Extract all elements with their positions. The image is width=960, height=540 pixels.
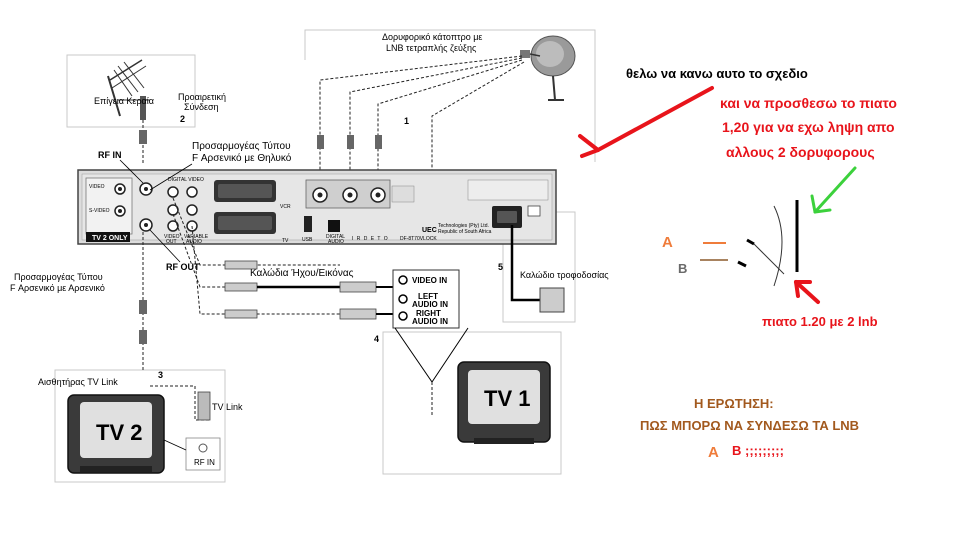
label-out: OUT (166, 239, 177, 245)
receiver-rear-panel: TV 2 ONLY VIDEO S-VIDEO DIGITAL VIDEO VI… (77, 169, 557, 245)
num-1: 1 (404, 116, 409, 126)
label-usb: USB (302, 237, 313, 243)
label-adapter-female-2: F Αρσενικό με Θηλυκό (192, 152, 292, 164)
adapter-male-plug (139, 300, 147, 314)
label-audio: AUDIO (186, 239, 202, 245)
label-power-cable: Καλώδιο τροφοδοσίας (520, 270, 609, 280)
sat-plug-1 (317, 135, 324, 149)
av-cable-right (191, 225, 340, 315)
label-video: VIDEO (89, 184, 105, 190)
label-tv-link-sensor: Αισθητήρας TV Link (38, 377, 118, 387)
label-brand-model: DF-8T70VLOCK (400, 236, 437, 242)
annotation-question-title: Η ΕΡΩΤΗΣΗ: (694, 396, 774, 411)
label-audio-out: AUDIO (328, 239, 344, 245)
annotation-lnb-b: B (678, 261, 687, 276)
power-cord (510, 225, 540, 302)
label-tv1: TV 1 (484, 386, 530, 411)
sat-cable-4 (431, 61, 525, 170)
sat-cable-1 (319, 55, 523, 185)
label-digital-audio: DIGITAL (326, 234, 345, 240)
num-5: 5 (498, 262, 503, 272)
label-vcr: VCR (280, 204, 291, 210)
annotation-question-b: B ;;;;;;;;; (732, 443, 784, 458)
label-left-2: AUDIO IN (412, 300, 448, 309)
sat-plug-2 (347, 135, 354, 149)
annotation-dish-120: πιατο 1.20 με 2 lnb (762, 314, 878, 329)
rf-plug-lower (139, 330, 147, 344)
tv2-box (54, 369, 226, 483)
tv2-icon (67, 394, 165, 474)
red-arrow-small-icon (794, 280, 820, 304)
av-cable-video (172, 197, 340, 266)
label-adapter-male: Προσαρμογέας Τύπου (14, 272, 103, 282)
label-av-cables: Καλώδια Ήχου/Εικόνας (250, 267, 354, 279)
label-satellite-dish: Δορυφορικό κάτοπτρο με (382, 32, 482, 42)
annotation-want-diagram: θελω να κανω αυτο το σχεδιο (626, 66, 808, 81)
leader-rf-in (119, 159, 144, 184)
label-video-in: VIDEO IN (412, 276, 447, 285)
power-plug-icon (539, 287, 565, 313)
label-optional-connection: Προαιρετική (178, 92, 226, 102)
jack-left-in (398, 294, 408, 304)
av-plugs (224, 260, 395, 320)
red-arrow-icon (578, 86, 714, 158)
annotation-question-a: A (708, 444, 719, 461)
satellite-dish-icon (520, 35, 576, 101)
sat-cable-3 (377, 59, 523, 185)
jack-video-in (398, 275, 408, 285)
annotation-question-text: ΠΩΣ ΜΠΟΡΩ ΝΑ ΣΥΝΔΕΣΩ ΤΑ LNB (640, 418, 859, 433)
aerial-box (66, 54, 196, 128)
label-adapter-female: Προσαρμογέας Τύπου (192, 140, 291, 152)
label-s-video: S-VIDEO (89, 208, 110, 214)
num-2: 2 (180, 114, 185, 124)
label-adapter-male-2: F Αρσενικό με Αρσενικό (10, 283, 105, 293)
lnb-lines (700, 242, 728, 261)
jack-right-in (398, 311, 408, 321)
dish-120-sketch (737, 200, 799, 287)
green-arrow-icon (810, 166, 857, 214)
label-uec: UEC (422, 227, 437, 234)
label-video-out: VIDEO (164, 234, 180, 240)
tv1-panel-lines (394, 327, 469, 383)
sat-cable-2 (349, 57, 523, 185)
annotation-add-dish-1: και να προσθεσω το πιατο (720, 95, 897, 111)
label-right: RIGHT (416, 309, 441, 318)
annotation-add-dish-3: αλλους 2 δορυφορους (726, 144, 875, 160)
label-digital-video: DIGITAL VIDEO (168, 177, 204, 183)
label-variable: VARIABLE (184, 234, 209, 240)
num-3: 3 (158, 370, 163, 380)
label-tv2: TV 2 (96, 420, 142, 445)
tv2-rf-lead (163, 439, 187, 451)
label-tv: TV (282, 238, 289, 244)
label-satellite-dish-2: LNB τετραπλής ζεύξης (386, 43, 477, 53)
label-tv2-only: TV 2 ONLY (92, 235, 128, 242)
label-brand: I R D E T O (352, 236, 389, 242)
num-4: 4 (374, 334, 379, 344)
tv1-icon (457, 361, 551, 444)
tv2-rf-panel (185, 437, 221, 471)
tv2-rf-jack (198, 443, 208, 453)
label-terrestrial-aerial: Επίγεια Κεραία (94, 96, 154, 106)
label-left: LEFT (418, 292, 438, 301)
annotation-lnb-a: A (662, 234, 673, 251)
label-tv2-rf-in: RF IN (194, 458, 215, 467)
label-optional-connection-2: Σύνδεση (184, 102, 219, 112)
label-uec-2: Republic of South Africa (438, 229, 492, 235)
label-uec-1: Technologies (Pty) Ltd. (438, 223, 489, 229)
leader-adapter-female (149, 163, 193, 191)
aerial-plug (139, 130, 147, 144)
tv-link-device (197, 391, 211, 421)
leader-rf-out (149, 229, 181, 263)
label-tv-link: TV Link (212, 402, 243, 412)
label-right-2: AUDIO IN (412, 317, 448, 326)
annotation-add-dish-2: 1,20 για να εχω ληψη απο (722, 119, 895, 135)
tv1-box (382, 331, 562, 475)
label-rf-out: RF OUT (166, 262, 200, 272)
sat-plug-3 (375, 135, 382, 149)
terrestrial-aerial-icon (107, 59, 150, 120)
label-rf-in: RF IN (98, 150, 122, 160)
dish-box-outline (304, 29, 596, 162)
